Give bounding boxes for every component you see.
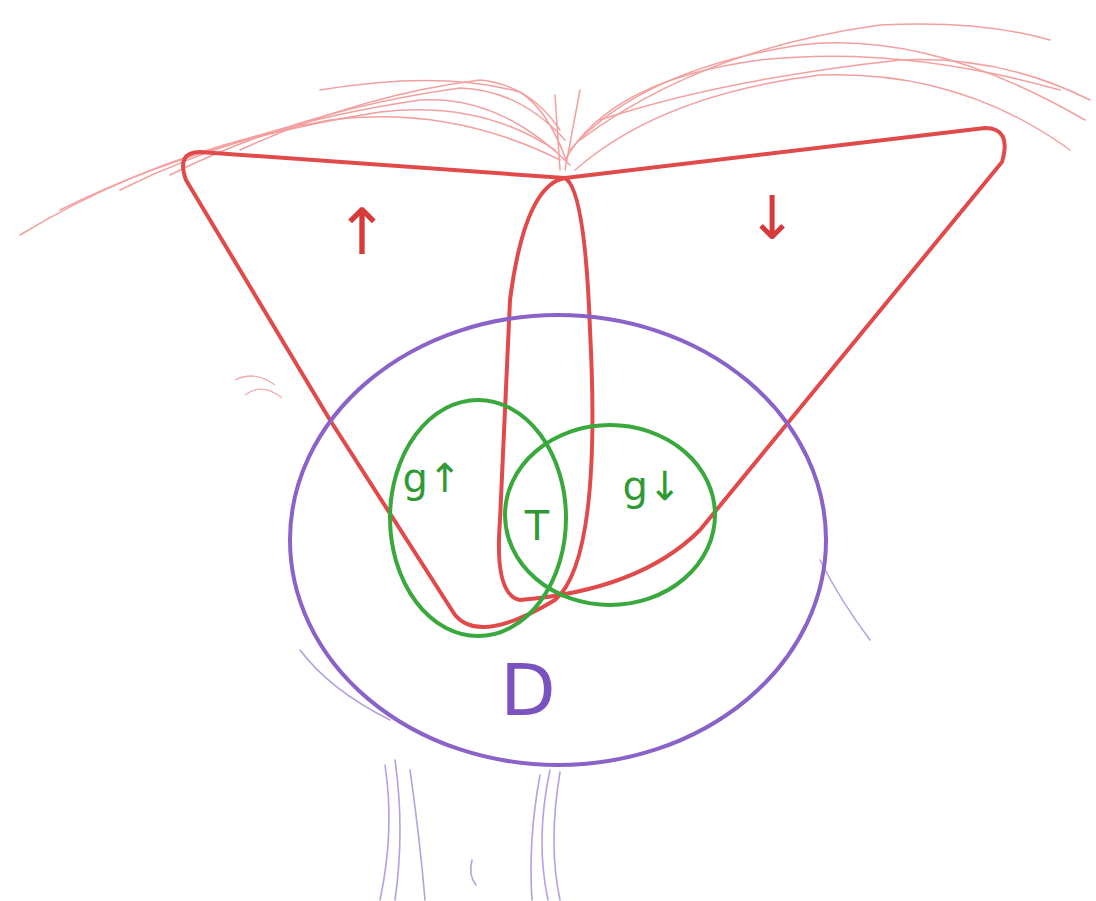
- node-text: ↓: [747, 188, 797, 248]
- spin-down-lobe: ↓: [490, 115, 1020, 615]
- side-strokes: [235, 376, 282, 398]
- node-text: D: [500, 654, 555, 726]
- node-text: g↑: [403, 458, 462, 498]
- spin-up-lobe-outline: [170, 140, 610, 660]
- circle-outline: [505, 425, 715, 605]
- d-circle: Dg↑ g↓: [285, 310, 831, 772]
- lobe-outline: [183, 152, 592, 627]
- stem-strokes: [300, 560, 870, 900]
- d-circle-outline: [285, 310, 831, 772]
- lobe-outline: [499, 128, 1005, 600]
- spin-up-lobe: ↑: [170, 140, 610, 660]
- t-label: T: [525, 506, 549, 546]
- node-text: ↑: [335, 200, 389, 264]
- circle-outline: [390, 400, 566, 636]
- node-text: g↓: [623, 466, 682, 506]
- circle-outline: [290, 315, 826, 765]
- hair-strokes: [20, 24, 1090, 235]
